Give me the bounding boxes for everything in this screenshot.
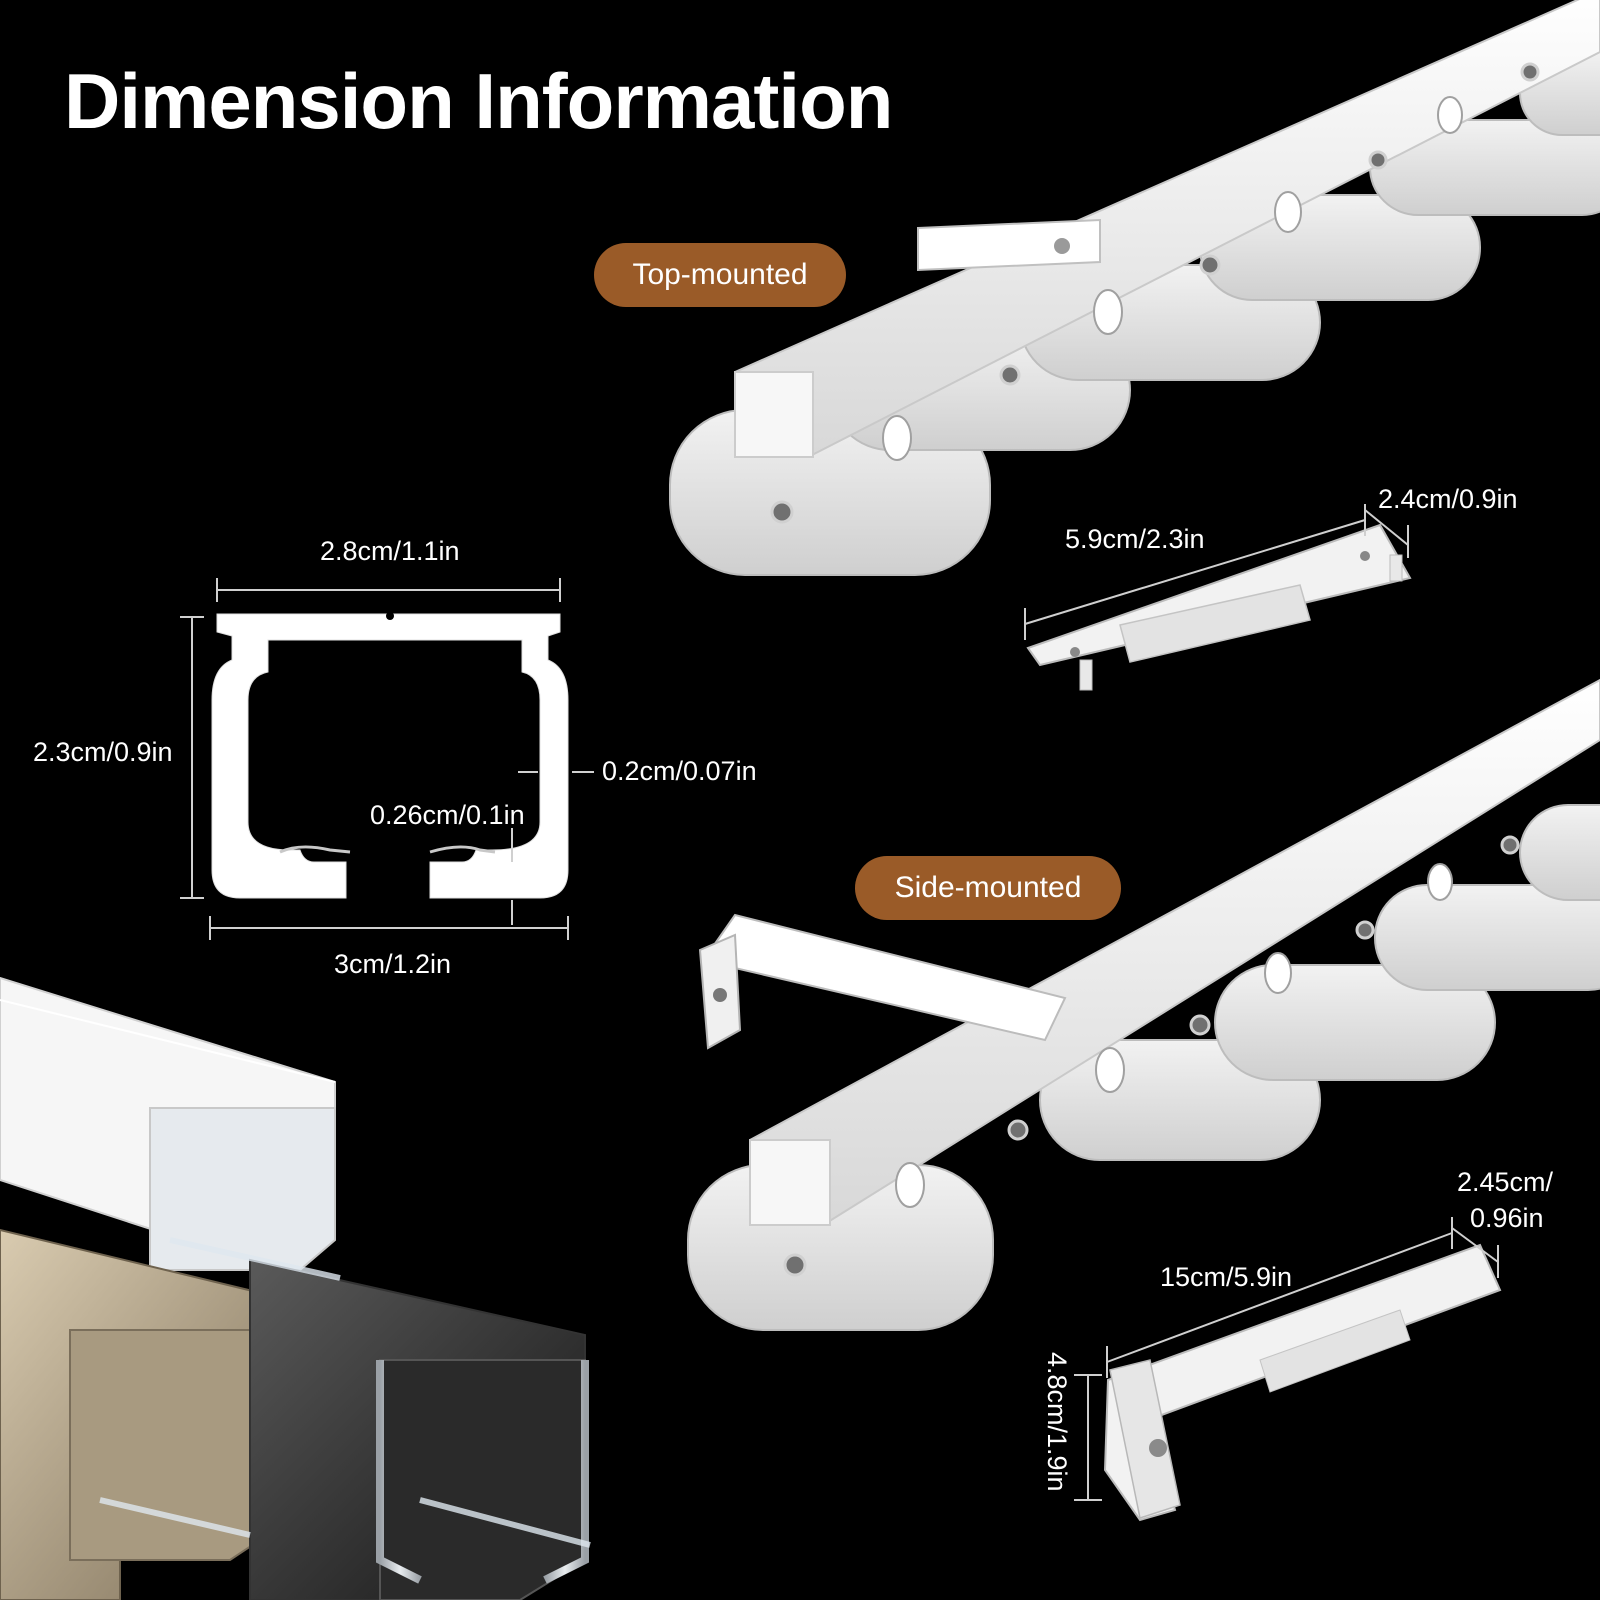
- top-curtain-fabric-loops: [669, 49, 1600, 576]
- side-hooks: [895, 863, 1453, 1208]
- side-bracket-length-label: 15cm/5.9in: [1160, 1262, 1293, 1292]
- gold-track-sample: [0, 1228, 291, 1600]
- top-mounted-track: [669, 0, 1600, 576]
- track-profile-cross-section: [211, 612, 569, 899]
- top-mounted-badge: Top-mounted: [594, 243, 846, 307]
- profile-top-width-label: 2.8cm/1.1in: [320, 536, 460, 566]
- profile-height-label: 2.3cm/0.9in: [33, 737, 173, 767]
- top-bracket-part: [1026, 523, 1412, 691]
- top-rail-end-cap: [734, 371, 814, 458]
- track-runner-pins: [99, 1237, 591, 1548]
- side-wall-bracket-arm: [710, 913, 1067, 1042]
- profile-dimension-lines: [180, 578, 594, 940]
- side-mounted-track: [687, 678, 1600, 1331]
- side-mounted-badge: Side-mounted: [855, 856, 1121, 920]
- top-bracket-length-label: 5.9cm/2.3in: [1065, 524, 1205, 554]
- side-rivets: [783, 835, 1520, 1277]
- side-bracket-dimension-lines: [1074, 1217, 1499, 1501]
- page-title: Dimension Information: [64, 57, 893, 145]
- profile-bottom-width-label: 3cm/1.2in: [334, 949, 452, 979]
- color-sample-tracks: [0, 976, 591, 1600]
- side-bracket-part: [1103, 1243, 1502, 1522]
- side-bracket-width-label-line2: 0.96in: [1470, 1203, 1544, 1233]
- side-bracket-width-label-line1: 2.45cm/: [1457, 1167, 1554, 1197]
- side-bracket-height-label: 4.8cm/1.9in: [1042, 1352, 1072, 1492]
- top-hooks: [882, 96, 1463, 461]
- top-rail-clip: [917, 218, 1101, 272]
- side-rail-end-cap: [749, 1139, 831, 1226]
- side-wall-bracket-hole: [713, 988, 727, 1002]
- top-rail-clip-hole: [1054, 238, 1070, 254]
- profile-lip-height-label: 0.26cm/0.1in: [370, 800, 525, 830]
- black-track-sample: [249, 1258, 589, 1600]
- profile-outline: [211, 613, 569, 899]
- top-rivets: [770, 62, 1540, 524]
- white-track-sample: [0, 976, 336, 1271]
- top-bracket-width-label: 2.4cm/0.9in: [1378, 484, 1518, 514]
- top-bracket-dimension-lines: [1024, 504, 1409, 640]
- profile-wall-thickness-label: 0.2cm/0.07in: [602, 756, 757, 786]
